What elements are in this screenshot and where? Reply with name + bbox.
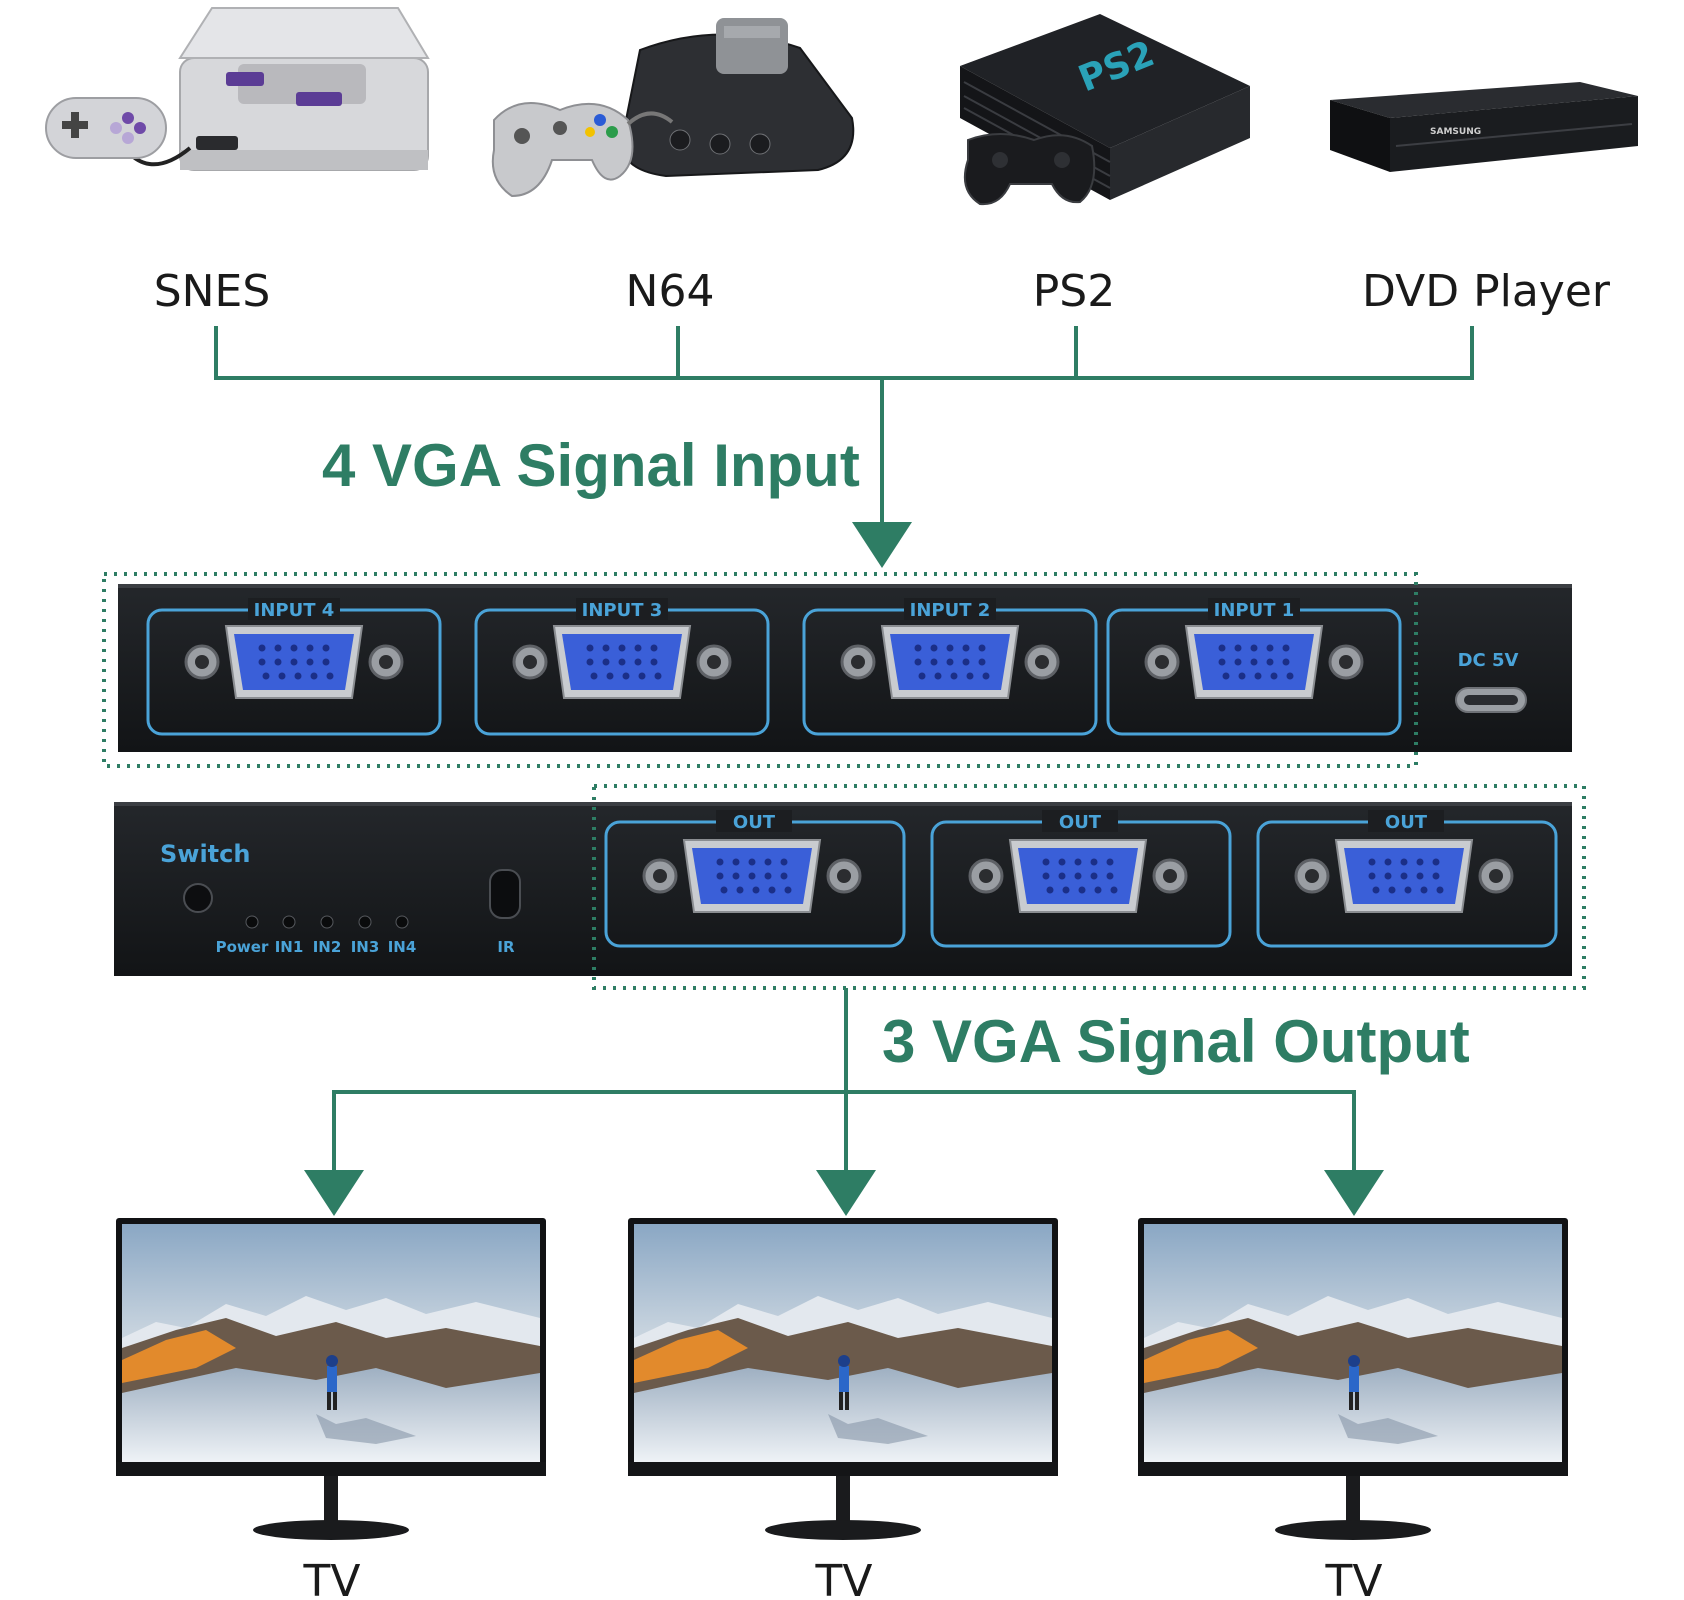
output-title: 3 VGA Signal Output xyxy=(882,1008,1470,1075)
output-port-1-label: OUT xyxy=(733,812,776,833)
led-label-in3: IN3 xyxy=(351,938,380,956)
svg-text:SAMSUNG: SAMSUNG xyxy=(1430,127,1481,137)
tv-monitor-3 xyxy=(1138,1218,1568,1540)
output-port-3 xyxy=(1256,810,1558,948)
source-label-snes: SNES xyxy=(154,266,271,317)
tv-monitor-2 xyxy=(628,1218,1058,1540)
output-port-1 xyxy=(604,810,906,948)
output-highlight-frame xyxy=(592,784,1586,990)
input-highlight-frame xyxy=(102,572,1418,768)
output-port-2-label: OUT xyxy=(1059,812,1102,833)
ir-receiver-icon xyxy=(489,869,521,919)
input-port-4-label: INPUT 4 xyxy=(254,600,335,621)
tv-label-3: TV xyxy=(1325,1556,1383,1600)
tv-label-2: TV xyxy=(815,1556,873,1600)
input-port-2-label: INPUT 2 xyxy=(910,600,991,621)
input-connector-lines xyxy=(214,326,1474,568)
led-label-in2: IN2 xyxy=(313,938,342,956)
tv-label-1: TV xyxy=(303,1556,361,1600)
switch-front-panel: Switch Power IN1 IN2 IN3 IN4 IR OUT xyxy=(114,784,1586,990)
switch-back-panel: INPUT 4 INPUT 3 INPUT 2 INPUT 1 DC 5V xyxy=(102,572,1572,768)
input-port-3-label: INPUT 3 xyxy=(582,600,663,621)
output-arrow-2-icon xyxy=(816,1170,876,1216)
input-port-3 xyxy=(474,598,770,736)
led-in4 xyxy=(395,915,409,929)
input-arrow-icon xyxy=(852,522,912,568)
led-power xyxy=(245,915,259,929)
output-connector-lines xyxy=(304,988,1384,1216)
ir-label: IR xyxy=(497,938,515,956)
output-port-2 xyxy=(930,810,1232,948)
led-indicators xyxy=(245,915,409,929)
source-label-n64: N64 xyxy=(626,266,715,317)
led-label-power: Power xyxy=(216,938,269,956)
led-in2 xyxy=(320,915,334,929)
tv-monitor-1 xyxy=(116,1218,546,1540)
switch-button[interactable] xyxy=(183,883,213,913)
dvd-player-icon: SAMSUNG xyxy=(1330,82,1638,172)
dc-power-label: DC 5V xyxy=(1458,650,1519,671)
input-port-1 xyxy=(1106,598,1402,736)
snes-console-icon xyxy=(45,7,430,171)
ps2-console-icon: PS2 xyxy=(960,14,1250,206)
input-port-1-label: INPUT 1 xyxy=(1214,600,1295,621)
led-in3 xyxy=(358,915,372,929)
output-arrow-1-icon xyxy=(304,1170,364,1216)
switch-label: Switch xyxy=(160,840,250,868)
led-label-in1: IN1 xyxy=(275,938,304,956)
n64-console-icon xyxy=(491,18,855,198)
output-port-3-label: OUT xyxy=(1385,812,1428,833)
input-title: 4 VGA Signal Input xyxy=(322,432,860,499)
led-in1 xyxy=(282,915,296,929)
led-label-in4: IN4 xyxy=(388,938,417,956)
source-label-dvd-player: DVD Player xyxy=(1362,266,1611,317)
source-label-ps2: PS2 xyxy=(1033,266,1115,317)
output-arrow-3-icon xyxy=(1324,1170,1384,1216)
usb-c-power-port-icon xyxy=(1455,687,1527,713)
input-port-2 xyxy=(802,598,1098,736)
input-port-4 xyxy=(146,598,442,736)
